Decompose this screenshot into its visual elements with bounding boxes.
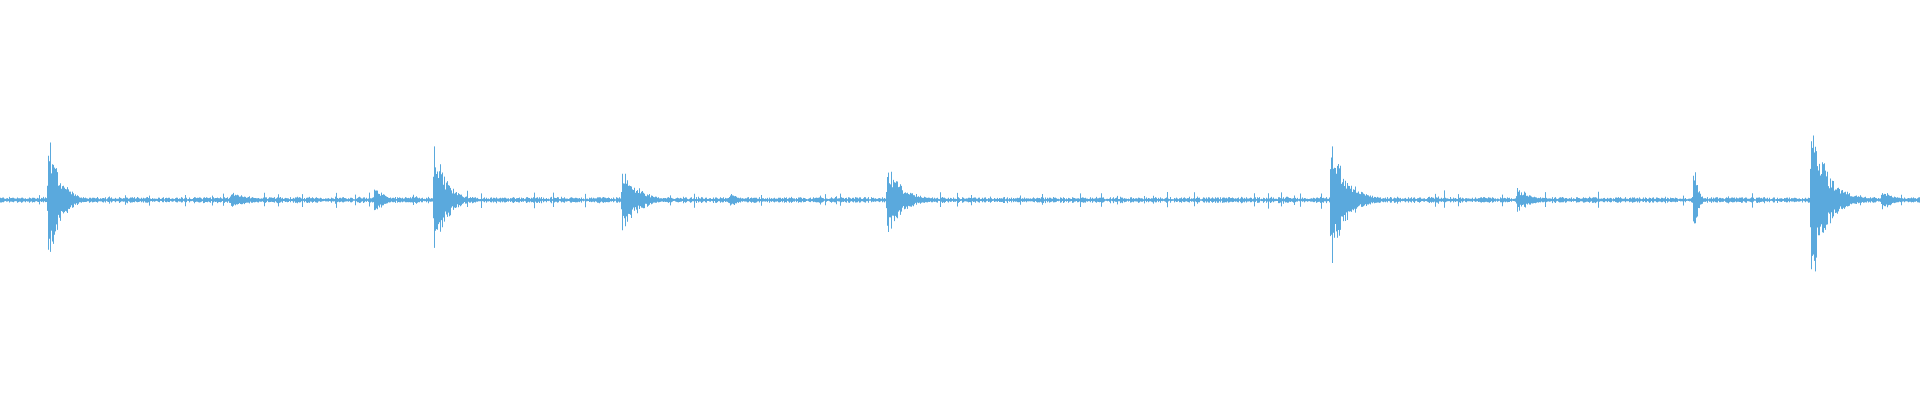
- waveform-trace: [0, 135, 1920, 272]
